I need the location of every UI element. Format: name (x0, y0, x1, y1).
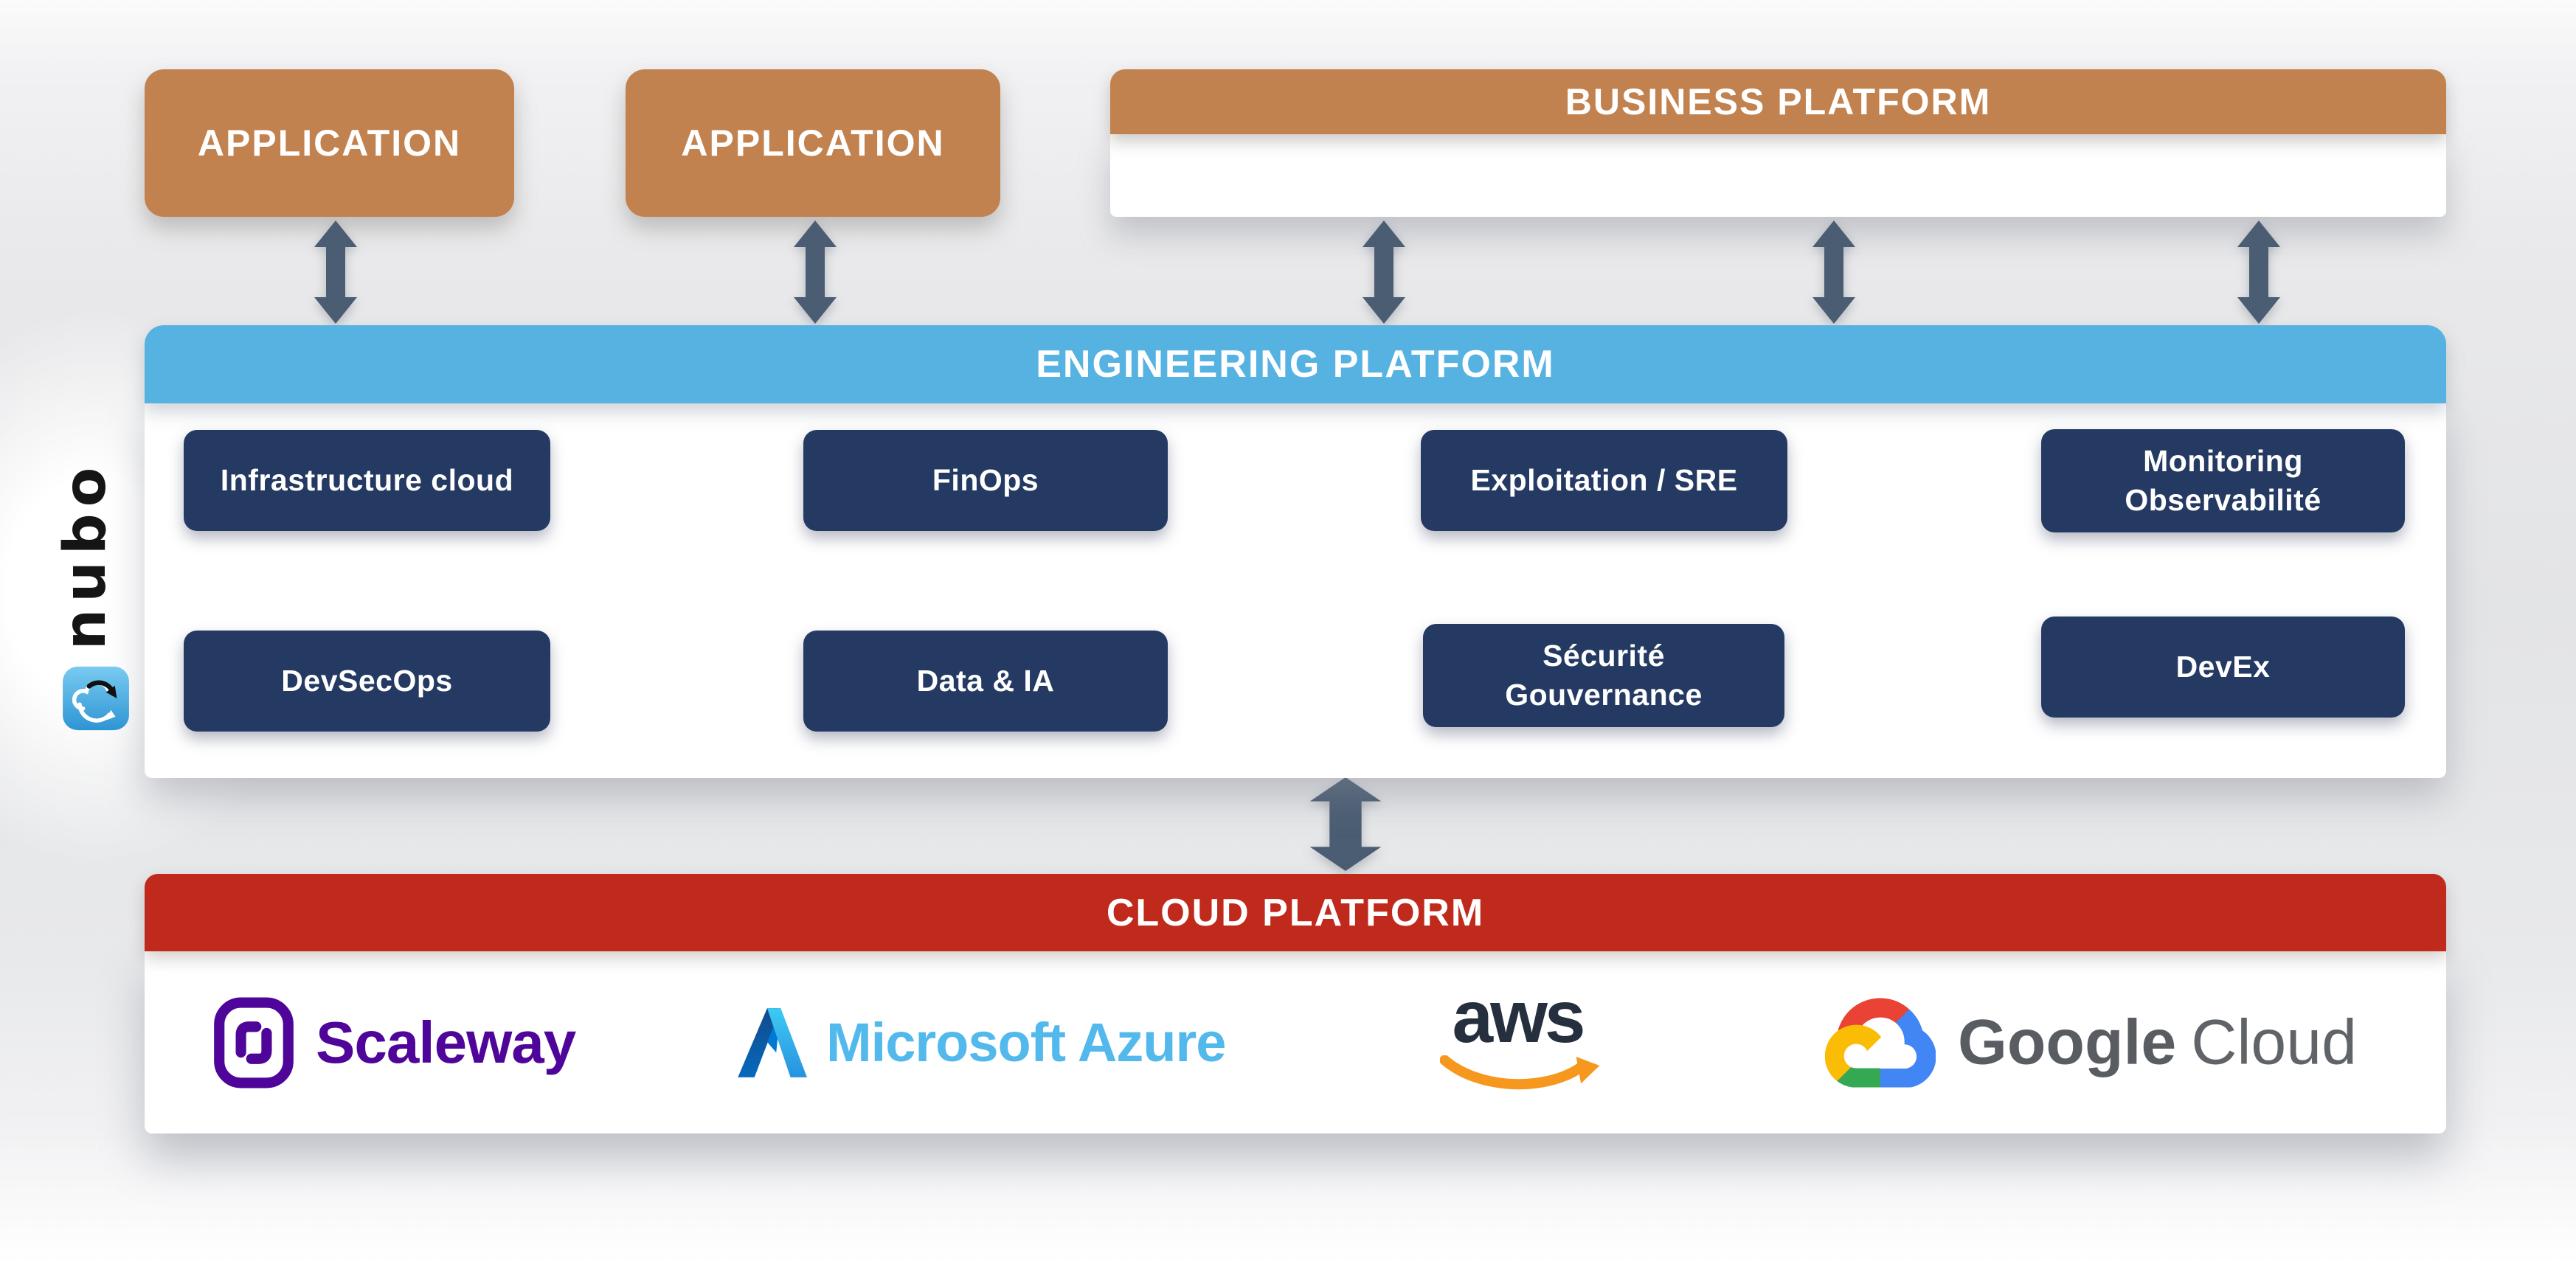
capability-securite-gouvernance: Sécurité Gouvernance (1423, 624, 1784, 727)
double-arrow-icon (1362, 220, 1406, 324)
aws-wordmark: aws (1452, 976, 1585, 1058)
capability-data-ia: Data & IA (803, 631, 1168, 732)
capability-label: Sécurité Gouvernance (1505, 638, 1703, 712)
azure-wordmark: Microsoft Azure (826, 1012, 1226, 1073)
scaleway-wordmark: Scaleway (316, 1009, 576, 1075)
engineering-platform-title: ENGINEERING PLATFORM (1036, 343, 1555, 386)
capability-finops: FinOps (803, 430, 1168, 531)
cloud-platform-title: CLOUD PLATFORM (1106, 891, 1485, 934)
scaleway-logo: Scaleway (212, 997, 576, 1088)
cloud-platform-header: CLOUD PLATFORM (145, 874, 2446, 951)
capability-label: Exploitation / SRE (1470, 462, 1738, 497)
engineering-platform-header: ENGINEERING PLATFORM (145, 325, 2446, 403)
application-box-2: APPLICATION (626, 69, 1000, 217)
double-arrow-icon (2237, 220, 2281, 324)
aws-logo: aws (1434, 976, 1601, 1097)
capability-label: FinOps (932, 462, 1039, 497)
google-cloud-icon (1825, 998, 1936, 1087)
cloud-platform-body: Scaleway Microsoft Azure aws (145, 951, 2446, 1133)
double-arrow-icon (793, 220, 837, 324)
double-arrow-icon (314, 220, 358, 324)
capability-label: DevSecOps (281, 663, 453, 698)
capability-devsecops: DevSecOps (184, 631, 550, 732)
azure-icon (738, 1007, 807, 1077)
application-box-1: APPLICATION (145, 69, 514, 217)
capability-label: Data & IA (916, 663, 1055, 698)
capability-monitoring-observabilite: Monitoring Observabilité (2041, 429, 2405, 532)
scaleway-icon (214, 997, 294, 1088)
microsoft-azure-logo: Microsoft Azure (726, 1005, 1226, 1080)
business-platform-body (1110, 134, 2446, 217)
cloud-word: Cloud (2191, 1007, 2357, 1077)
application-label: APPLICATION (197, 122, 462, 164)
double-arrow-icon (1309, 777, 1382, 871)
nubo-cloud-logo-icon (63, 666, 129, 731)
capability-label: Monitoring Observabilité (2125, 443, 2321, 517)
business-platform-header: BUSINESS PLATFORM (1110, 69, 2446, 134)
business-platform-title: BUSINESS PLATFORM (1565, 81, 1992, 122)
capability-label: Infrastructure cloud (220, 462, 514, 497)
application-label: APPLICATION (681, 122, 945, 164)
capability-devex: DevEx (2041, 617, 2405, 718)
aws-smile-arrow-icon (1440, 1055, 1600, 1090)
capability-exploitation-sre: Exploitation / SRE (1421, 430, 1787, 531)
google-word: Google (1958, 1007, 2177, 1077)
capability-label: DevEx (2175, 649, 2271, 684)
business-platform-box: BUSINESS PLATFORM (1110, 69, 2446, 217)
nubo-wordmark: nubo (52, 460, 119, 650)
double-arrow-icon (1812, 220, 1856, 324)
capability-infrastructure-cloud: Infrastructure cloud (184, 430, 550, 531)
